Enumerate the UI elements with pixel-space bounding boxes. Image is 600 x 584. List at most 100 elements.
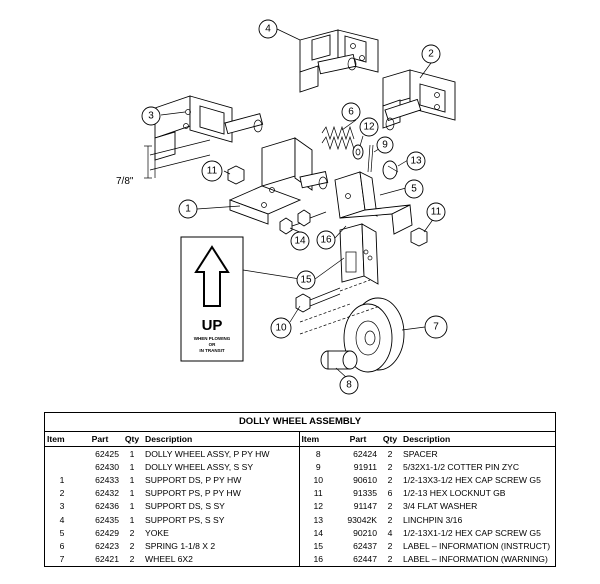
cell-qty: 1	[129, 474, 135, 485]
cell-item: 7	[59, 554, 65, 565]
cell-item: 12	[298, 499, 337, 513]
cell-description: SUPPORT PS, S SY	[145, 514, 225, 525]
cell-description: LABEL – INFORMATION (WARNING)	[403, 554, 548, 565]
cell-qty: 1	[129, 461, 135, 472]
header-item: Item	[298, 432, 337, 447]
cell-description: LINCHPIN 3/16	[403, 514, 463, 525]
svg-text:4: 4	[265, 24, 271, 35]
cell-qty: 2	[387, 474, 393, 485]
callout-11-right: 11	[426, 202, 446, 222]
header-item: Item	[45, 432, 79, 447]
support-ds-p-py-hw-part	[228, 137, 329, 225]
header-qty: Qty	[121, 432, 143, 447]
cell-part: 62436	[95, 501, 119, 512]
cell-part: 62433	[95, 474, 119, 485]
cell-part: 62435	[95, 514, 119, 525]
cell-part: 90210	[353, 527, 377, 538]
cell-qty: 2	[387, 448, 393, 459]
cell-description: YOKE	[145, 527, 169, 538]
callout-4: 4	[258, 19, 278, 39]
up-arrow-icon	[194, 245, 230, 307]
svg-text:1: 1	[185, 204, 191, 215]
cell-qty: 2	[387, 554, 393, 565]
cell-description: SUPPORT DS, P PY HW	[145, 474, 242, 485]
cell-item	[45, 447, 79, 461]
cell-qty: 2	[387, 501, 393, 512]
cell-part: 62429	[95, 527, 119, 538]
svg-text:9: 9	[382, 140, 388, 151]
header-part: Part	[79, 432, 121, 447]
cell-item: 8	[298, 446, 337, 461]
table-title: DOLLY WHEEL ASSEMBLY	[45, 413, 555, 432]
exploded-view-diagram: 7/8" UP WHEN PLOWING OR IN TRANSIT 1 2 3	[116, 19, 456, 395]
cell-description: 1/2-13X3-1/2 HEX CAP SCREW G5	[403, 474, 541, 485]
callout-10: 10	[270, 317, 292, 339]
svg-text:12: 12	[363, 122, 375, 133]
cell-qty: 2	[129, 527, 135, 538]
cell-item: 13	[298, 512, 337, 527]
svg-text:16: 16	[320, 235, 332, 246]
cell-qty: 6	[387, 488, 393, 499]
cell-item: 9	[298, 460, 337, 474]
cell-qty: 2	[387, 461, 393, 472]
cell-part: 62425	[95, 448, 119, 459]
cell-part: 62430	[95, 461, 119, 472]
svg-text:11: 11	[207, 166, 218, 177]
cell-item: 3	[59, 501, 65, 512]
cell-description: WHEEL 6X2	[145, 554, 193, 565]
hex-cap-screw-short-part	[279, 209, 327, 235]
hex-locknut-right-part	[410, 227, 428, 247]
label-line-3: IN TRANSIT	[199, 348, 225, 353]
cell-item	[45, 460, 79, 473]
cell-qty: 1	[129, 488, 135, 499]
header-description: Description	[401, 432, 555, 447]
callout-11-left: 11	[201, 160, 223, 182]
header-part: Part	[337, 432, 379, 447]
header-description: Description	[143, 432, 299, 447]
cell-description: DOLLY WHEEL ASSY, P PY HW	[145, 448, 270, 459]
callout-2: 2	[421, 44, 441, 64]
spring-part	[321, 125, 355, 151]
support-ps-p-py-hw-part	[382, 69, 456, 131]
callout-1: 1	[178, 199, 198, 219]
cell-item: 15	[298, 539, 337, 553]
callout-5: 5	[404, 179, 424, 199]
svg-text:8: 8	[346, 380, 352, 391]
svg-text:11: 11	[431, 207, 442, 218]
cell-item: 4	[59, 514, 65, 525]
cell-item: 1	[59, 474, 65, 485]
svg-text:3: 3	[148, 111, 154, 122]
svg-text:13: 13	[410, 156, 422, 167]
parts-list: Item Part Qty Description Item Part Qty …	[45, 432, 555, 566]
svg-text:2: 2	[428, 49, 434, 60]
cell-item: 5	[59, 527, 65, 538]
svg-text:10: 10	[275, 323, 287, 334]
support-ps-s-sy-part	[299, 29, 379, 93]
support-ds-s-sy-part	[149, 95, 264, 178]
flat-washer-part	[352, 144, 364, 160]
parts-table: DOLLY WHEEL ASSEMBLY Item Part Qty Descr…	[44, 412, 556, 567]
cell-part: 62421	[95, 554, 119, 565]
cell-part: 62447	[353, 554, 377, 565]
cell-part: 91911	[353, 461, 377, 472]
callout-8: 8	[339, 375, 359, 395]
hex-locknut-left-part	[227, 165, 245, 185]
callout-14: 14	[290, 231, 310, 251]
dimension-label: 7/8"	[116, 176, 134, 187]
cell-qty: 2	[129, 540, 135, 551]
callout-7: 7	[424, 315, 448, 339]
cell-description: SPRING 1-1/8 X 2	[145, 540, 216, 551]
svg-text:15: 15	[300, 275, 312, 286]
callout-12: 12	[359, 117, 379, 137]
cell-part: 90610	[353, 474, 377, 485]
label-line-1: WHEN PLOWING	[194, 336, 231, 341]
cell-description: SUPPORT DS, S SY	[145, 501, 225, 512]
cell-description: LABEL – INFORMATION (INSTRUCT)	[403, 540, 551, 551]
svg-text:5: 5	[411, 184, 417, 195]
cell-description: SPACER	[403, 448, 438, 459]
